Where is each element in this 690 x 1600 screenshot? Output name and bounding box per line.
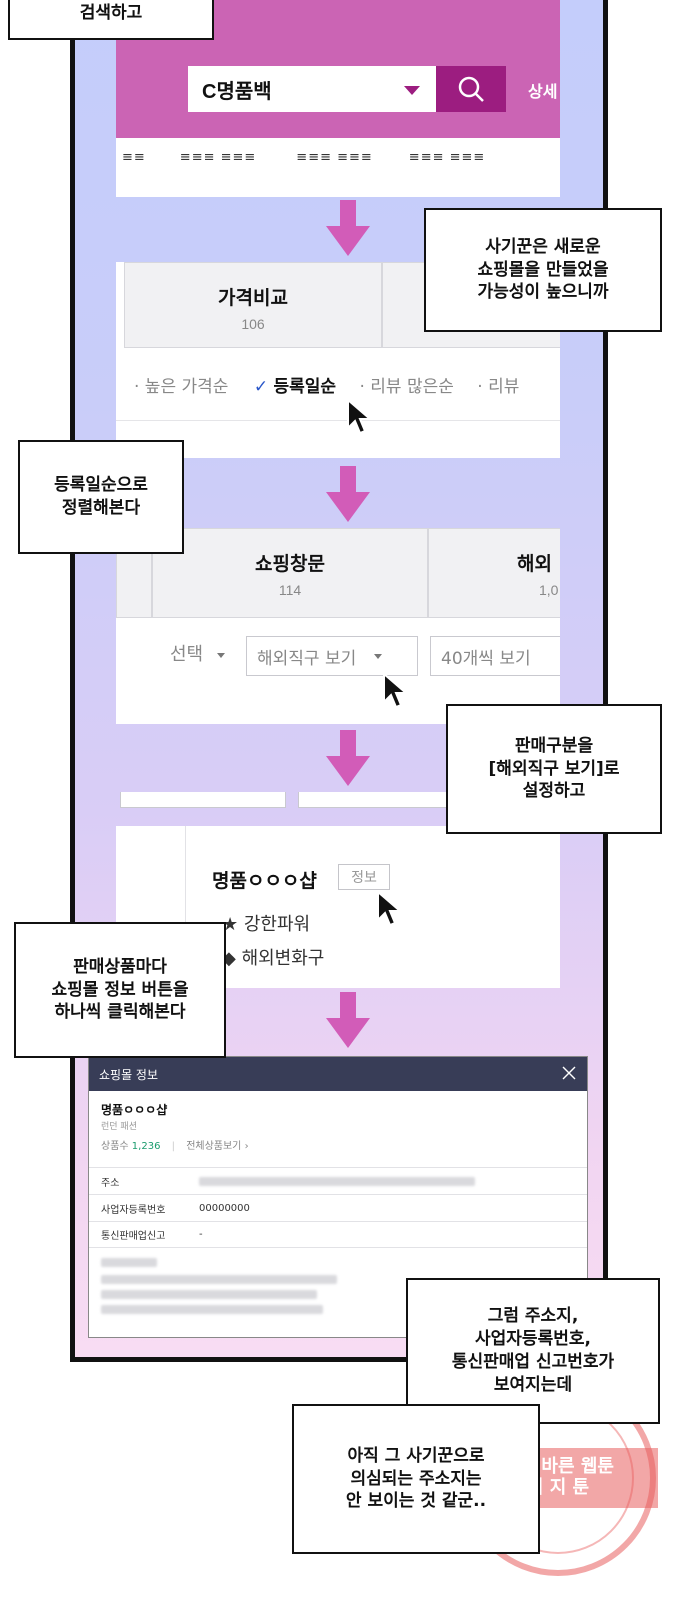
tab-count: 106 — [241, 316, 265, 332]
per-page-label: 40개씩 보기 — [441, 648, 531, 669]
row-value: 00000000 — [199, 1202, 250, 1214]
cursor-icon — [377, 890, 403, 927]
tab-title: 해외 — [517, 553, 552, 575]
caption-new-mall: 사기꾼은 새로운 쇼핑몰을 만들었을 가능성이 높으니까 — [424, 208, 662, 332]
field-box — [298, 792, 468, 808]
blurred-address — [199, 1176, 475, 1186]
down-arrow-icon — [326, 466, 370, 522]
sort-high-price[interactable]: · 높은 가격순 — [134, 377, 229, 397]
table-row: 사업자등록번호 00000000 — [89, 1194, 587, 1221]
caption-search: 검색하고 — [8, 0, 214, 40]
table-row: 통신판매업신고 - — [89, 1221, 587, 1248]
tab-count: 114 — [278, 582, 302, 598]
tab-count: 1,0 — [539, 582, 559, 598]
shop-info-screenshot: 명품ㅇㅇㅇ샵 정보 ★ 강한파워 ◆ 해외변화구 — [116, 826, 560, 988]
chevron-down-icon — [374, 653, 383, 659]
modal-stats: 상품수 1,236 | 전체상품보기 › — [101, 1137, 249, 1152]
cursor-icon — [383, 672, 409, 709]
shop-info-modal: 쇼핑몰 정보 명품ㅇㅇㅇ샵 런던 패션 상품수 1,236 | 전체상품보기 ›… — [88, 1056, 588, 1338]
select-dropdown[interactable]: 선택 — [170, 640, 226, 666]
stamp-line2: 이 지 툰 — [526, 1477, 590, 1498]
row-value: - — [199, 1229, 203, 1240]
search-button[interactable] — [436, 66, 506, 112]
nav-item[interactable]: ≡≡ — [122, 150, 146, 165]
nav-item[interactable]: ≡≡≡ ≡≡≡ — [296, 150, 373, 165]
cursor-icon — [347, 398, 373, 435]
per-page-select[interactable]: 40개씩 보기 — [430, 636, 560, 676]
tab-shopping[interactable]: 쇼핑창문 114 — [152, 528, 428, 618]
category-nav: ≡≡ ≡≡≡ ≡≡≡ ≡≡≡ ≡≡≡ ≡≡≡ ≡≡≡ — [116, 150, 560, 165]
down-arrow-icon — [326, 730, 370, 786]
select-label: 선택 — [170, 644, 204, 665]
caption-sort-by-date: 등록일순으로 정렬해본다 — [18, 440, 184, 554]
search-input[interactable]: C명품백 — [188, 66, 436, 112]
sort-registered[interactable]: 등록일순 — [273, 377, 337, 397]
chevron-down-icon — [217, 652, 226, 658]
shop-info-button[interactable]: 정보 — [338, 864, 390, 890]
modal-info-table: 주소 사업자등록번호 00000000 통신판매업신고 - — [89, 1167, 587, 1324]
row-key: 사업자등록번호 — [101, 1204, 166, 1216]
tab-price-compare[interactable]: 가격비교 106 — [124, 262, 382, 348]
detail-search-link[interactable]: 상세 — [528, 82, 558, 101]
tab-title: 가격비교 — [218, 287, 288, 309]
blurred-line — [101, 1258, 157, 1267]
check-icon: ✓ — [253, 377, 269, 397]
close-icon[interactable] — [561, 1065, 577, 1081]
shop-name[interactable]: 명품ㅇㅇㅇ샵 — [212, 870, 317, 892]
caption-not-found: 아직 그 사기꾼으로 의심되는 주소지는 안 보이는 것 같군.. — [292, 1404, 540, 1554]
down-arrow-icon — [326, 200, 370, 256]
row-key: 통신판매업신고 — [101, 1231, 166, 1242]
sort-review[interactable]: · 리뷰 — [477, 377, 520, 397]
search-screenshot: C명품백 상세 ≡≡ ≡≡≡ ≡≡≡ ≡≡≡ ≡≡≡ ≡≡≡ ≡≡≡ — [116, 0, 560, 197]
modal-shop-name: 명품ㅇㅇㅇ샵 — [101, 1103, 168, 1117]
search-icon — [458, 76, 484, 102]
row-value — [187, 1176, 587, 1186]
nav-item[interactable]: ≡≡≡ ≡≡≡ — [179, 150, 257, 165]
sort-options: · 높은 가격순 ✓ 등록일순 · 리뷰 많은순 · 리뷰 — [134, 372, 560, 397]
modal-category: 런던 패션 — [101, 1122, 137, 1132]
overseas-label: 해외직구 보기 — [257, 648, 357, 669]
modal-header: 쇼핑몰 정보 — [89, 1057, 587, 1091]
product-thumb-column — [116, 826, 186, 988]
field-strip — [116, 792, 560, 812]
down-arrow-icon — [326, 992, 370, 1048]
product-count: 1,236 — [131, 1141, 161, 1152]
caption-set-overseas: 판매구분을 [해외직구 보기]로 설정하고 — [446, 704, 662, 834]
tab-overseas[interactable]: 해외 1,0 — [428, 528, 560, 618]
tab-title: 쇼핑창문 — [255, 553, 325, 575]
field-box — [120, 792, 286, 808]
filter-screenshot: 쇼핑창문 114 해외 1,0 선택 해외직구 보기 40개씩 보기 — [116, 528, 560, 724]
nav-item[interactable]: ≡≡≡ ≡≡≡ — [408, 150, 486, 165]
badge-overseas: ◆ 해외변화구 — [222, 948, 325, 969]
blurred-line — [101, 1275, 337, 1284]
table-row: 주소 — [89, 1167, 587, 1194]
caption-click-info: 판매상품마다 쇼핑몰 정보 버튼을 하나씩 클릭해본다 — [14, 922, 226, 1058]
sort-most-reviews[interactable]: · 리뷰 많은순 — [359, 377, 454, 397]
blurred-line — [101, 1305, 323, 1314]
modal-title: 쇼핑몰 정보 — [99, 1067, 159, 1082]
divider — [116, 420, 560, 421]
search-query: C명품백 — [202, 80, 272, 103]
caption-info-shown: 그럼 주소지, 사업자등록번호, 통신판매업 신고번호가 보여지는데 — [406, 1278, 660, 1424]
blurred-notice — [89, 1248, 587, 1324]
blurred-line — [101, 1290, 317, 1299]
product-count-label: 상품수 — [101, 1141, 129, 1152]
badge-power: ★ 강한파워 — [222, 914, 311, 935]
overseas-filter-select[interactable]: 해외직구 보기 — [246, 636, 418, 676]
dropdown-caret-icon[interactable] — [404, 86, 420, 95]
divider: | — [171, 1141, 175, 1152]
all-products-link[interactable]: 전체상품보기 › — [186, 1141, 249, 1152]
row-key: 주소 — [101, 1177, 120, 1189]
